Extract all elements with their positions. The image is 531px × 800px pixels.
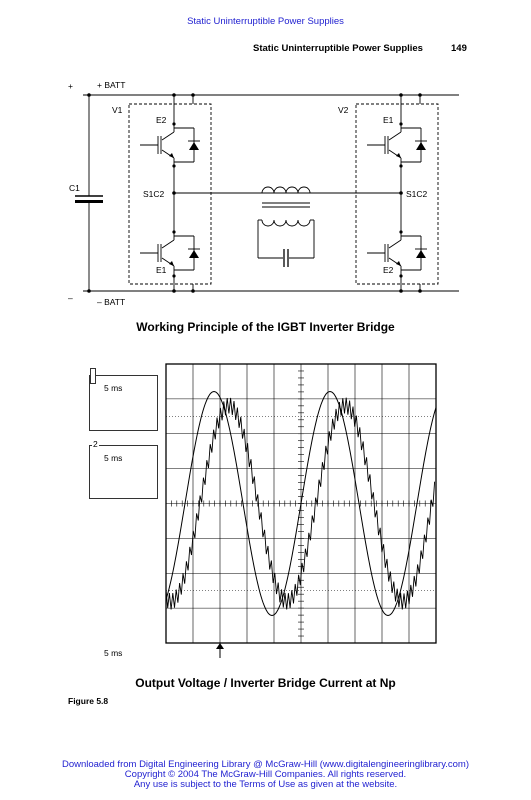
bridge-current-trace: [165, 397, 436, 610]
plus-sign: +: [68, 81, 73, 91]
junction-dots: [87, 93, 422, 293]
capacitor-label: C1: [69, 183, 80, 193]
channel-1-timebase: 5 ms: [104, 383, 123, 393]
transformer: [257, 186, 315, 267]
v2-e2-label: E2: [383, 265, 394, 275]
footer-line-3: Any use is subject to the Terms of Use a…: [133, 779, 398, 790]
module-v2-box: [355, 103, 439, 285]
figure-label: Figure 5.8: [68, 696, 109, 706]
igbt-v1-lower: [140, 232, 200, 276]
minus-sign: –: [68, 293, 73, 303]
running-title: Static Uninterruptible Power Supplies: [253, 43, 423, 54]
module-v2-label: V2: [338, 105, 349, 115]
igbt-v2-lower: [367, 232, 427, 276]
module-v1-label: V1: [112, 105, 123, 115]
footer-line-2: Copyright © 2004 The McGraw-Hill Compani…: [124, 769, 407, 780]
igbt-v1-upper: [140, 124, 200, 166]
capacitor-c1-plate-bottom: [75, 200, 103, 203]
channel-2-box: [89, 445, 158, 499]
module-v1-box: [128, 103, 212, 285]
scope-caption: Output Voltage / Inverter Bridge Current…: [135, 676, 396, 690]
v1-s1c2-label: S1C2: [143, 189, 165, 199]
output-voltage-trace: [165, 390, 437, 617]
page-number: 149: [451, 43, 467, 54]
timebase-label: 5 ms: [104, 648, 123, 658]
batt-minus-label: – BATT: [97, 297, 125, 307]
v2-e1-label: E1: [383, 115, 394, 125]
channel-1-marker: [90, 368, 96, 384]
v1-e2-label: E2: [156, 115, 167, 125]
top-banner: Static Uninterruptible Power Supplies: [187, 16, 344, 27]
v2-s1c2-label: S1C2: [406, 189, 428, 199]
channel-1-box: [89, 375, 158, 431]
igbt-circuit-diagram: + + BATT – – BATT C1 V1 V2 E2 S1C2 E1 E1…: [68, 80, 459, 307]
channel-2-timebase: 5 ms: [104, 453, 123, 463]
batt-plus-label: + BATT: [97, 80, 125, 90]
channel-2-number: 2: [92, 439, 99, 449]
oscilloscope-plot: [165, 363, 437, 658]
circuit-caption: Working Principle of the IGBT Inverter B…: [136, 320, 395, 334]
footer: Downloaded from Digital Engineering Libr…: [0, 760, 531, 790]
trigger-arrow-icon: [216, 643, 224, 658]
footer-line-1: Downloaded from Digital Engineering Libr…: [61, 759, 470, 770]
v1-e1-label: E1: [156, 265, 167, 275]
